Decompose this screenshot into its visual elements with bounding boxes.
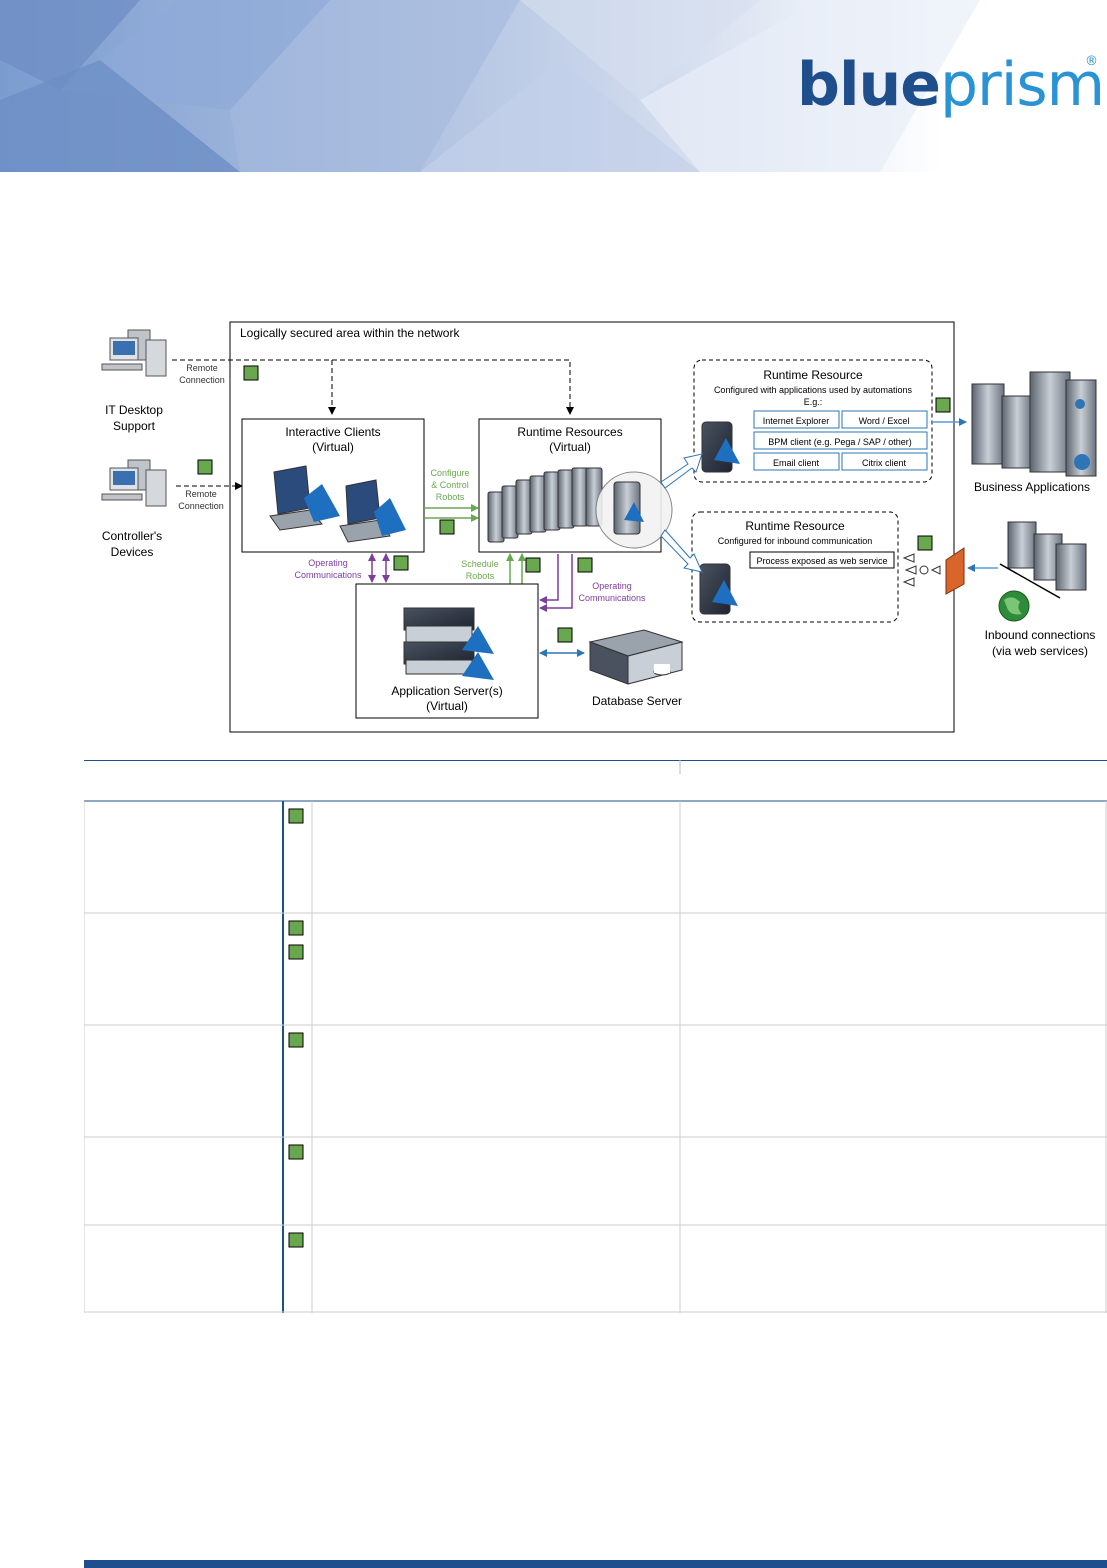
marker-operating-right [577, 557, 593, 573]
header-banner: blueprism ® [0, 0, 1107, 172]
table-marker-row1 [288, 808, 304, 824]
app-internet-explorer [753, 410, 840, 429]
marker-inbound [917, 535, 933, 551]
inbound-servers-icon [999, 521, 1087, 599]
footer-bar [84, 1560, 1107, 1568]
marker-configure [439, 519, 455, 535]
blueprism-logo: blueprism ® [797, 50, 1105, 120]
configure-label-1: Configure [430, 468, 469, 478]
schedule-label-2: Robots [466, 571, 495, 581]
app-server-title: Application Server(s) [391, 684, 502, 698]
runtime-to-inbound-arrow [660, 529, 703, 573]
legend-table [83, 760, 1107, 1321]
controller-devices-icon [101, 459, 167, 507]
business-apps-label: Business Applications [974, 480, 1090, 494]
operating-comms-right-1: Operating [592, 581, 632, 591]
runtime-apps-subtitle: Configured with applications used by aut… [714, 385, 913, 395]
schedule-label-1: Schedule [461, 559, 499, 569]
runtime-apps-device-icon [701, 421, 740, 473]
architecture-svg: Logically secured area within the networ… [101, 321, 1097, 733]
runtime-inbound-title: Runtime Resource [745, 519, 845, 533]
marker-remote-bottom [197, 459, 213, 475]
database-server-label: Database Server [592, 694, 682, 708]
business-applications-icon [971, 371, 1097, 477]
configure-label-3: Robots [436, 492, 465, 502]
firewall-icon [945, 547, 965, 595]
runtime-resources-subtitle: (Virtual) [549, 440, 591, 454]
app-citrix-client [841, 452, 928, 471]
runtime-to-apps-arrow [660, 453, 703, 489]
app-word-excel [841, 410, 928, 429]
runtime-apps-eg: E.g.: [804, 397, 823, 407]
database-server-icon [588, 629, 684, 685]
app-citrix-client-label: Citrix client [862, 458, 907, 468]
app-email-client [753, 452, 840, 471]
marker-database [557, 627, 573, 643]
app-word-excel-label: Word / Excel [859, 416, 910, 426]
remote-connection-bottom-1: Remote [185, 489, 217, 499]
table-marker-row4 [288, 1144, 304, 1160]
table-marker-row2b [288, 944, 304, 960]
operating-comms-right-2: Communications [578, 593, 646, 603]
remote-connection-to-runtime [332, 359, 574, 415]
inbound-arrows-icon [902, 553, 941, 587]
configure-label-2: & Control [431, 480, 469, 490]
remote-connection-top-2: Connection [179, 375, 225, 385]
controllers-label-1: Controller's [102, 529, 162, 543]
marker-operating-left [393, 555, 409, 571]
process-web-service-box [749, 551, 895, 569]
it-support-label-2: Support [113, 419, 156, 433]
operating-arrow-right-2 [539, 554, 573, 612]
it-desktop-icon [101, 329, 167, 377]
architecture-diagram: Logically secured area within the networ… [84, 312, 1107, 742]
banner-background [0, 0, 1107, 172]
interactive-clients-subtitle: (Virtual) [312, 440, 354, 454]
app-email-client-label: Email client [773, 458, 820, 468]
globe-icon [998, 590, 1030, 622]
operating-arrow-right-1 [539, 554, 559, 604]
table-marker-row3 [288, 1032, 304, 1048]
operating-comms-left-2: Communications [294, 570, 362, 580]
app-server-icon [403, 607, 494, 680]
secured-area-title: Logically secured area within the networ… [240, 326, 460, 340]
runtime-apps-title: Runtime Resource [763, 368, 863, 382]
it-support-label-1: IT Desktop [105, 403, 163, 417]
runtime-inbound-subtitle: Configured for inbound communication [718, 536, 873, 546]
server-rack-icon [487, 467, 673, 549]
app-internet-explorer-label: Internet Explorer [763, 416, 830, 426]
marker-schedule [525, 557, 541, 573]
interactive-clients-title: Interactive Clients [285, 425, 380, 439]
secured-area-box [229, 321, 955, 733]
process-web-service-label: Process exposed as web service [756, 556, 887, 566]
runtime-inbound-device-icon [699, 563, 738, 615]
controllers-label-2: Devices [111, 545, 154, 559]
app-bpm-client [753, 431, 928, 450]
marker-remote-top [243, 365, 259, 381]
app-bpm-client-label: BPM client (e.g. Pega / SAP / other) [768, 437, 911, 447]
remote-connection-top-1: Remote [186, 363, 218, 373]
table-marker-row2a [288, 920, 304, 936]
inbound-label-1: Inbound connections [985, 628, 1096, 642]
runtime-resources-title: Runtime Resources [517, 425, 622, 439]
remote-connection-bottom-2: Connection [178, 501, 224, 511]
marker-business-apps [935, 397, 951, 413]
operating-comms-left-1: Operating [308, 558, 348, 568]
table-marker-row5 [288, 1232, 304, 1248]
app-server-subtitle: (Virtual) [426, 699, 468, 713]
laptop-icon [269, 465, 406, 543]
legend-table-svg [83, 760, 1107, 1313]
inbound-label-2: (via web services) [992, 644, 1088, 658]
